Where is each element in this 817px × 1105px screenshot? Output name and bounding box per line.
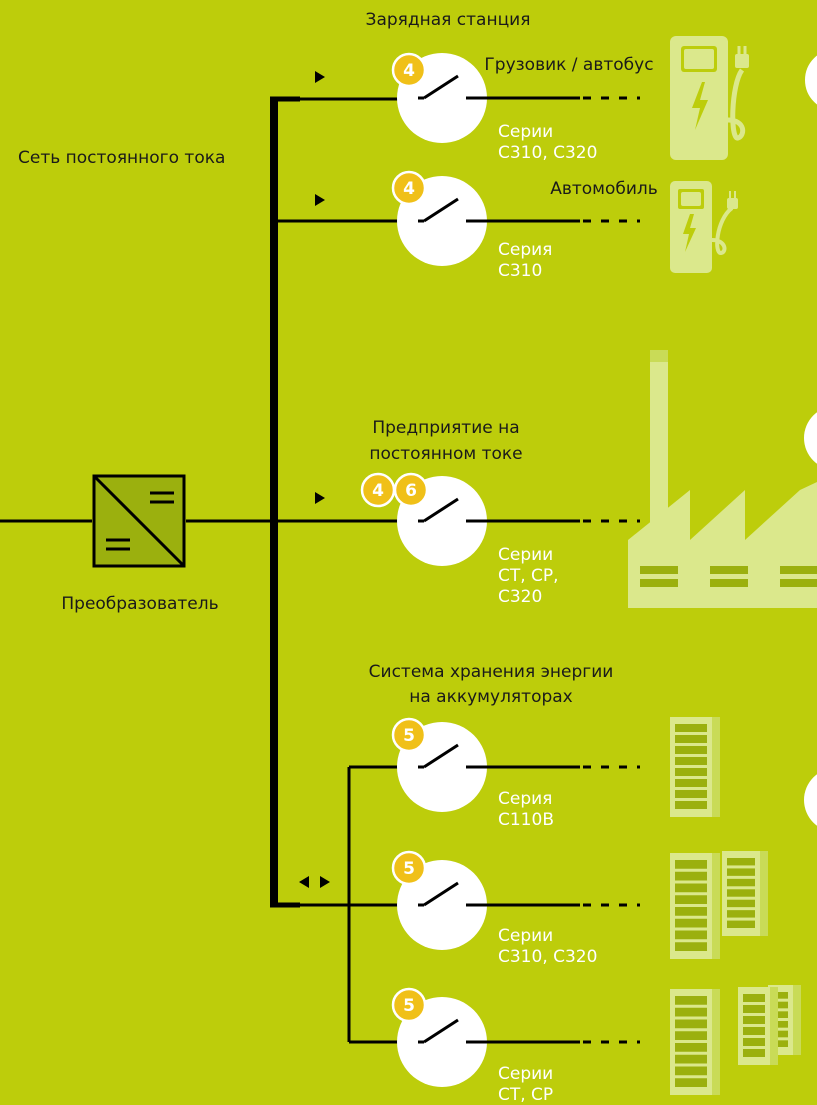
- converter-label: Преобразователь: [61, 594, 218, 614]
- battery-rack: [738, 987, 778, 1065]
- factory-icon: [628, 350, 817, 608]
- series-badge: [393, 472, 429, 508]
- switch-blade: [423, 497, 459, 523]
- car-label: Автомобиль: [550, 179, 658, 199]
- series-text: Серии: [498, 545, 553, 565]
- direction-arrows: [299, 71, 330, 888]
- battery-rack: [670, 989, 720, 1095]
- edge-badge-1-number: 4: [812, 65, 817, 98]
- breaker-circle: [397, 860, 487, 950]
- ev-charger-large-icon: [670, 36, 749, 160]
- series-badge: [391, 987, 427, 1023]
- switch-blade: [423, 74, 459, 100]
- series-text: CT, CP: [498, 1085, 553, 1105]
- arrow-right-icon: [320, 876, 330, 888]
- dc-network-label: Сеть постоянного тока: [18, 148, 225, 168]
- series-text: Серии: [498, 122, 553, 142]
- enterprise-label-line1: Предприятие на: [372, 418, 519, 438]
- series-badge: [391, 52, 427, 88]
- arrow-left-icon: [299, 876, 309, 888]
- battery-icons: [670, 717, 801, 1095]
- switch-blade: [423, 197, 459, 223]
- series-text: C310, C320: [498, 143, 597, 163]
- series-text: Серии: [498, 1064, 553, 1084]
- converter-icon: [92, 474, 186, 568]
- series-badge-number: 5: [403, 996, 415, 1016]
- battery-rack: [670, 717, 720, 817]
- series-badge-number: 4: [403, 179, 415, 199]
- edge-badge-2: [804, 412, 817, 464]
- series-text: Серия: [498, 789, 552, 809]
- switch-blade: [423, 743, 459, 769]
- storage-label-line2: на аккумуляторах: [409, 687, 573, 707]
- series-badge-number: 6: [405, 481, 417, 501]
- battery-rack: [670, 853, 720, 959]
- arrow-right-icon: [315, 492, 325, 504]
- storage-label-line1: Система хранения энергии: [369, 662, 614, 682]
- series-text: CT, CP,: [498, 566, 559, 586]
- battery-rack: [722, 851, 768, 936]
- breaker-circle: [397, 997, 487, 1087]
- enterprise-label-line2: постоянном токе: [369, 444, 522, 464]
- truck-bus-label: Грузовик / автобус: [484, 55, 653, 75]
- series-badge: [391, 170, 427, 206]
- arrow-right-icon: [315, 71, 325, 83]
- edge-badge-1: [803, 53, 817, 107]
- series-badge-number: 5: [403, 726, 415, 746]
- edge-badge-3: [804, 774, 817, 826]
- series-text: Серия: [498, 240, 552, 260]
- series-text: C310, C320: [498, 947, 597, 967]
- switch-blade: [423, 881, 459, 907]
- series-text: C310: [498, 261, 542, 281]
- charging-station-label: Зарядная станция: [366, 10, 531, 30]
- switch-blade: [423, 1018, 459, 1044]
- edge-badges: 4: [803, 53, 817, 826]
- series-text: C320: [498, 587, 542, 607]
- arrow-right-icon: [315, 194, 325, 206]
- series-text: Серии: [498, 926, 553, 946]
- series-badge-number: 5: [403, 859, 415, 879]
- series-badge: [391, 850, 427, 886]
- series-badge-number: 4: [403, 61, 415, 81]
- series-badge-number: 4: [372, 481, 384, 501]
- series-badge: [391, 717, 427, 753]
- ev-charger-small-icon: [670, 181, 738, 273]
- series-text: C110B: [498, 810, 554, 830]
